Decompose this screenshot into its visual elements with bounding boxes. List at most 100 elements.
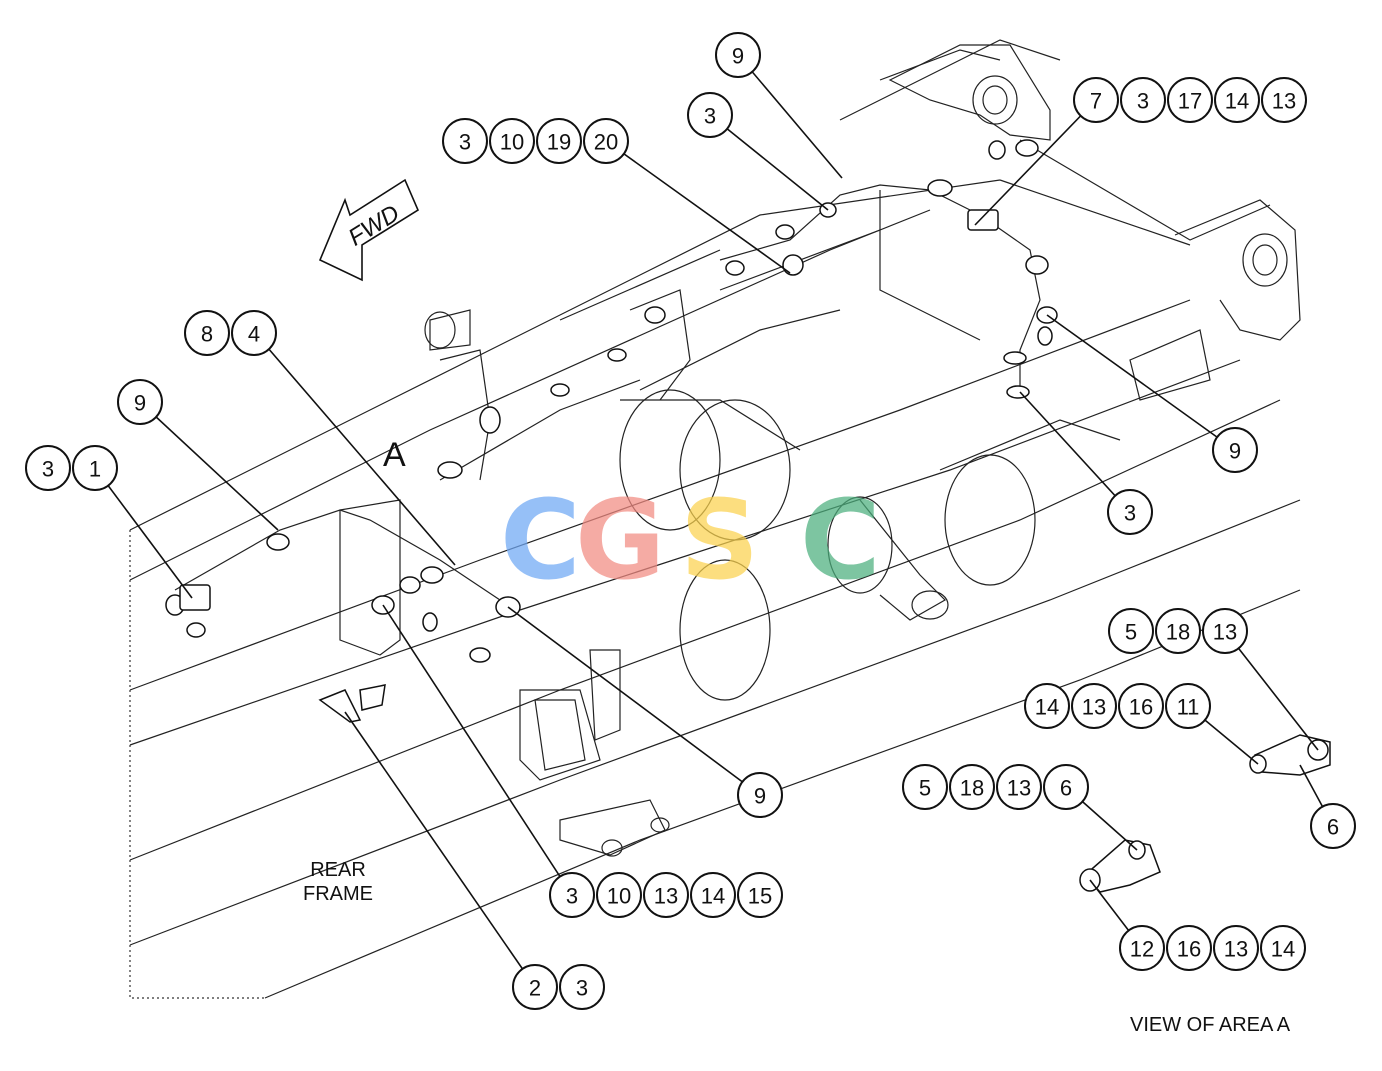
callout-number: 14 <box>1271 937 1295 962</box>
callout-number: 3 <box>1124 501 1136 526</box>
callout-circle <box>1167 77 1213 123</box>
callout-number: 6 <box>1327 815 1339 840</box>
callout-group: 9 <box>737 772 783 818</box>
callout-number: 18 <box>1166 620 1190 645</box>
callout-number: 13 <box>1082 695 1106 720</box>
callout-number: 7 <box>1090 89 1102 114</box>
callout-circle <box>715 32 761 78</box>
callout-number: 9 <box>1229 439 1241 464</box>
callout-circle <box>1024 683 1070 729</box>
callout-circle <box>583 118 629 164</box>
callout-number: 9 <box>732 44 744 69</box>
callout-number: 16 <box>1129 695 1153 720</box>
callout-circle <box>1213 925 1259 971</box>
callout-circle <box>1118 683 1164 729</box>
callout-circle <box>1107 489 1153 535</box>
callout-number: 13 <box>1213 620 1237 645</box>
callout-circle <box>1071 683 1117 729</box>
callout-number: 1 <box>89 457 101 482</box>
callout-circle <box>1166 925 1212 971</box>
callout-number: 3 <box>704 104 716 129</box>
callout-number: 15 <box>748 884 772 909</box>
callout-circle <box>1202 608 1248 654</box>
rear-frame-label-line1: REAR <box>310 859 366 881</box>
callout-circle <box>1165 683 1211 729</box>
callout-number: 4 <box>248 322 260 347</box>
callout-number: 14 <box>701 884 725 909</box>
callout-number: 10 <box>607 884 631 909</box>
callout-circle <box>737 772 783 818</box>
callout-number: 5 <box>919 776 931 801</box>
callout-number: 20 <box>594 130 618 155</box>
callout-number: 13 <box>1272 89 1296 114</box>
callout-number: 17 <box>1178 89 1202 114</box>
callout-circle <box>690 872 736 918</box>
callout-circle <box>687 92 733 138</box>
hose-routing <box>174 184 1041 601</box>
callout-circle <box>1073 77 1119 123</box>
callout-number: 16 <box>1177 937 1201 962</box>
callout-circle <box>1120 77 1166 123</box>
rear-frame-drawing <box>129 39 1301 999</box>
callout-circle <box>1214 77 1260 123</box>
watermark-letter: S <box>680 476 759 604</box>
callout-number: 3 <box>576 976 588 1001</box>
callout-circle <box>1260 925 1306 971</box>
callout-circle <box>1043 764 1089 810</box>
area-a-marker: A <box>383 436 406 474</box>
callout-number: 19 <box>547 130 571 155</box>
callout-circle <box>643 872 689 918</box>
callout-number: 18 <box>960 776 984 801</box>
callout-circle <box>489 118 535 164</box>
callout-number: 10 <box>500 130 524 155</box>
watermark-letter: G <box>575 476 665 604</box>
callout-number: 6 <box>1060 776 1072 801</box>
rear-frame-label-line2: FRAME <box>303 883 373 905</box>
callout-circle <box>25 445 71 491</box>
callout-group: 9 <box>1212 427 1258 473</box>
callout-number: 13 <box>654 884 678 909</box>
callout-number: 3 <box>42 457 54 482</box>
view-title: VIEW OF AREA A <box>1130 1014 1291 1036</box>
callout-circle <box>996 764 1042 810</box>
callout-circle <box>559 964 605 1010</box>
callout-circle <box>1108 608 1154 654</box>
callout-group: 9 <box>117 379 163 425</box>
callout-group: 3 <box>687 92 733 138</box>
callout-circle <box>117 379 163 425</box>
callout-group: 14 13 16 11 <box>1024 683 1211 729</box>
callout-circle <box>512 964 558 1010</box>
callout-number: 3 <box>1137 89 1149 114</box>
callout-circle <box>231 310 277 356</box>
callout-circle <box>1310 803 1356 849</box>
callout-circle <box>737 872 783 918</box>
callout-circle <box>1119 925 1165 971</box>
callout-number: 5 <box>1125 620 1137 645</box>
forward-arrow: FWD <box>318 178 420 282</box>
callout-number: 9 <box>134 391 146 416</box>
callout-circle <box>902 764 948 810</box>
callout-number: 3 <box>459 130 471 155</box>
callout-group: 3 <box>1107 489 1153 535</box>
callout-number: 11 <box>1177 695 1200 720</box>
callout-circle <box>949 764 995 810</box>
callout-number: 9 <box>754 784 766 809</box>
callout-group: 6 <box>1310 803 1356 849</box>
callout-circle <box>1261 77 1307 123</box>
callout-circle <box>536 118 582 164</box>
callout-group: 5 18 13 <box>1108 608 1248 654</box>
callout-circle <box>442 118 488 164</box>
callout-circle <box>1155 608 1201 654</box>
callout-circle <box>596 872 642 918</box>
fwd-label: FWD <box>344 200 405 252</box>
callout-number: 14 <box>1035 695 1059 720</box>
callout-group: 3 10 19 20 <box>442 118 629 164</box>
callout-number: 13 <box>1224 937 1248 962</box>
